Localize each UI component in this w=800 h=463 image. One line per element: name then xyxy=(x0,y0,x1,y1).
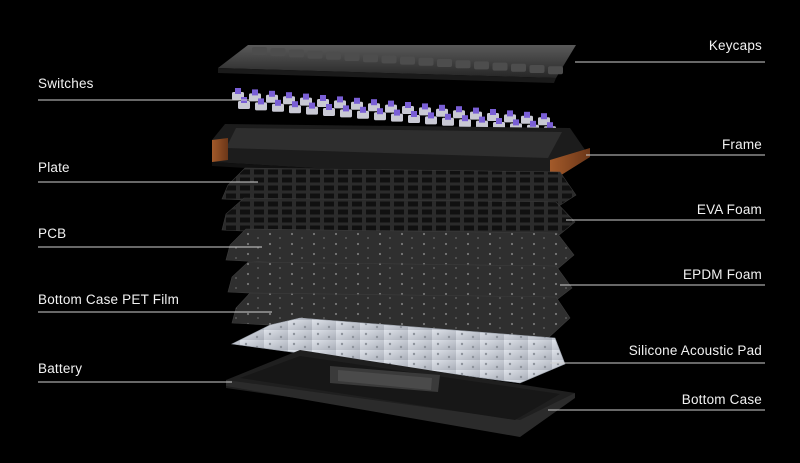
label-battery: Battery xyxy=(38,361,83,376)
switch xyxy=(442,113,454,126)
switch xyxy=(391,109,403,122)
keycap xyxy=(437,59,452,67)
switch xyxy=(255,98,267,111)
keycap xyxy=(511,63,526,72)
bottom-case-layer xyxy=(226,350,575,437)
leader-lines xyxy=(38,61,765,411)
label-pcb: PCB xyxy=(38,226,67,241)
label-bottom-case: Bottom Case xyxy=(681,392,762,407)
keycap xyxy=(270,48,286,57)
keycap xyxy=(307,50,323,59)
keycap xyxy=(529,65,545,73)
switch xyxy=(323,104,335,116)
keycap xyxy=(363,54,378,63)
switch xyxy=(374,108,386,121)
switch xyxy=(459,115,471,128)
silicone-pad-layer xyxy=(230,317,566,384)
keycap xyxy=(400,56,415,65)
label-plate: Plate xyxy=(38,160,70,175)
keycap xyxy=(289,49,304,58)
keycap xyxy=(381,55,397,64)
label-eva-foam: EVA Foam xyxy=(696,202,762,217)
keycap xyxy=(418,57,434,66)
switch xyxy=(340,105,352,118)
label-silicone-acoustic-pad: Silicone Acoustic Pad xyxy=(628,343,762,358)
keycap xyxy=(326,51,341,60)
keycap xyxy=(492,62,508,71)
switch xyxy=(289,101,301,114)
keycap-row xyxy=(252,47,563,75)
keycap xyxy=(455,60,471,69)
switch xyxy=(425,112,437,125)
label-switches: Switches xyxy=(38,76,94,91)
keycap xyxy=(344,53,360,61)
label-bottom-case-pet-film: Bottom Case PET Film xyxy=(38,292,180,307)
label-epdm-foam: EPDM Foam xyxy=(682,267,762,282)
switch xyxy=(306,102,318,115)
keycap xyxy=(252,47,267,55)
switch xyxy=(272,99,284,112)
keycaps-layer xyxy=(218,45,576,83)
keycap xyxy=(548,66,563,75)
switch xyxy=(408,111,420,123)
label-frame: Frame xyxy=(721,137,762,152)
switch xyxy=(476,116,488,129)
switch xyxy=(357,106,369,119)
label-keycaps: Keycaps xyxy=(708,38,762,53)
keycap xyxy=(474,61,489,70)
